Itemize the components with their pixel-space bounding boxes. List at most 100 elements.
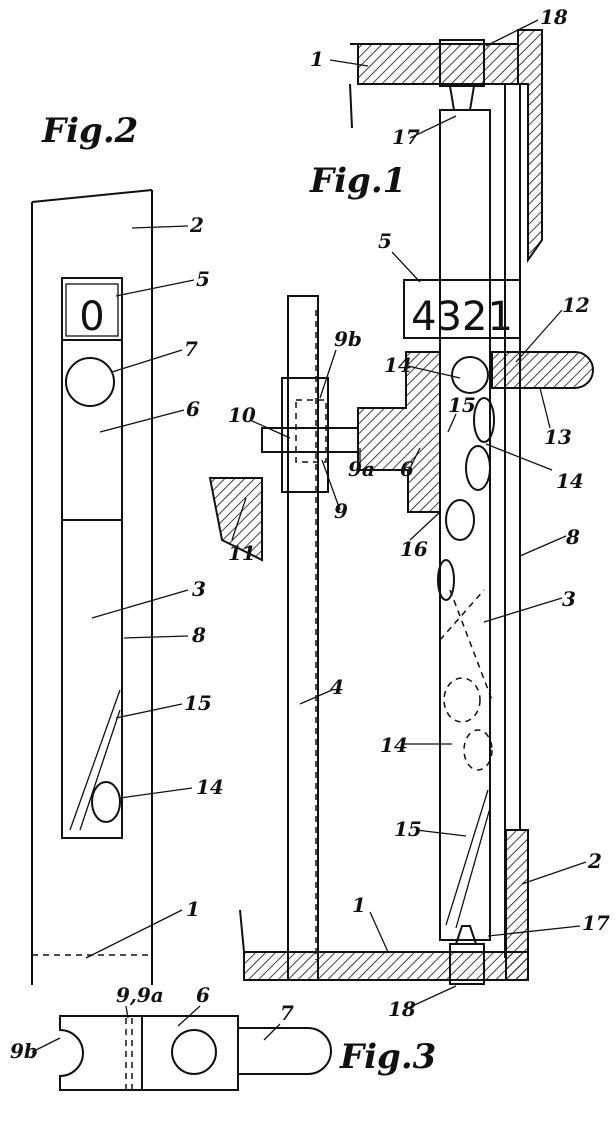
fig1-leader-line [407,365,461,379]
fig1-reference-label: 9a [348,457,375,481]
fig1-leader-line [409,115,457,139]
fig1-bottom-plate-break [239,909,245,953]
fig1-leader-line [447,413,457,433]
fig1-leader-line [519,535,567,557]
figure-1: Fig.1 4321 [208,29,594,985]
fig2-reference-label: 8 [191,623,206,647]
figure-2: Fig.2 0 [31,111,153,985]
fig1-reference-label: 14 [384,353,412,377]
fig1-reference-label: 17 [582,911,610,935]
fig3-title: Fig.3 [339,1037,436,1077]
fig1-ball-14-d [437,559,455,601]
fig1-reference-label: 14 [556,469,584,493]
fig1-leader-line [483,597,563,623]
fig1-guide-8 [504,84,521,958]
fig2-top-break-line [31,189,153,203]
fig3-bore [171,1029,217,1075]
fig1-counter-digits: 4321 [411,294,513,340]
fig1-reference-label: 2 [587,849,602,873]
fig1-ball-14-top [451,356,489,394]
fig3-leader-line [177,1005,201,1027]
fig1-reference-label: 16 [400,537,428,561]
figure-3: Fig.3 [59,1015,436,1091]
fig1-slide-6 [357,351,441,513]
fig1-reference-label: 5 [378,229,392,253]
fig1-reference-label: 15 [448,393,476,417]
fig1-leader-line [521,861,587,885]
fig3-reference-label: 9b [10,1039,38,1063]
fig2-pin-7 [65,357,115,407]
fig1-bottom-plate-1 [243,951,529,981]
fig1-leader-line [415,829,467,837]
fig1-reference-label: 13 [544,425,572,449]
fig1-reference-label: 9 [334,499,348,523]
fig3-reference-label: 6 [196,983,210,1007]
fig1-stop-11 [208,477,263,562]
fig1-leader-line [249,419,291,439]
fig1-spiral-hidden-lines [439,589,493,701]
fig2-leader-line [91,589,189,619]
fig1-pivot-17-top [448,85,476,111]
fig1-reference-label: 18 [540,5,568,29]
fig2-reference-label: 7 [184,337,198,361]
fig2-counter-window [65,283,119,337]
fig1-spindle-3 [439,109,491,941]
fig3-hidden-arm-9 [125,1018,133,1090]
fig2-leader-line [131,225,189,229]
fig2-reference-label: 5 [196,267,210,291]
fig2-title: Fig.2 [41,111,138,151]
fig2-leader-line [119,787,193,799]
fig2-leader-line [115,279,195,297]
fig2-leader-line [115,703,183,719]
fig2-slide-6-outline [62,339,122,521]
fig2-counter-digit: 0 [79,294,104,340]
fig3-leader-line [263,1023,281,1041]
fig1-reference-label: 12 [562,293,590,317]
fig1-counter-5 [403,279,521,339]
fig1-ball-14-a [473,397,495,443]
fig3-reference-label: 9,9a [116,983,164,1007]
fig2-leader-line [111,349,183,373]
fig1-reference-label: 11 [228,541,256,565]
fig1-leader-line [369,911,389,953]
fig1-leader-line [321,459,341,511]
fig1-leader-line [485,443,553,471]
fig1-reference-label: 15 [394,817,422,841]
fig1-spiral-groove-15 [445,789,491,929]
fig1-reference-label: 9b [334,327,362,351]
fig1-reference-label: 6 [400,457,414,481]
fig1-leader-line [299,689,333,705]
fig1-spring-housing-12 [491,351,594,389]
fig1-reference-label: 1 [352,893,366,917]
fig1-reference-label: 1 [310,47,324,71]
fig1-reference-label: 14 [380,733,408,757]
fig2-reference-label: 6 [186,397,200,421]
fig3-leader-line [31,1037,61,1053]
fig1-reference-label: 3 [562,587,576,611]
fig2-slot [61,277,123,839]
fig2-ball-14 [91,781,121,823]
fig1-arm-9 [261,427,359,453]
fig2-leader-line [123,635,189,639]
fig2-spiral-groove-15 [69,689,121,831]
fig3-reference-label: 7 [280,1001,294,1025]
fig1-leader-line [329,59,369,67]
fig1-reference-label: 4 [330,675,344,699]
fig2-reference-label: 1 [186,897,200,921]
fig1-reference-label: 18 [388,997,416,1021]
fig1-collar-hidden-bore [295,399,327,463]
fig1-leader-line [407,985,457,1009]
fig1-reference-label: 17 [392,125,420,149]
fig1-leader-line [539,387,551,429]
fig1-reference-label: 10 [228,403,256,427]
fig1-ball-14-hidden-b [463,729,493,771]
fig2-reference-label: 2 [189,213,204,237]
fig1-leader-line [487,925,581,937]
fig1-pivot-17-bottom [454,925,478,945]
fig2-reference-label: 14 [196,775,224,799]
fig1-leader-line [319,349,337,399]
fig3-pin-7 [238,1027,332,1075]
fig1-leader-line [409,447,421,469]
